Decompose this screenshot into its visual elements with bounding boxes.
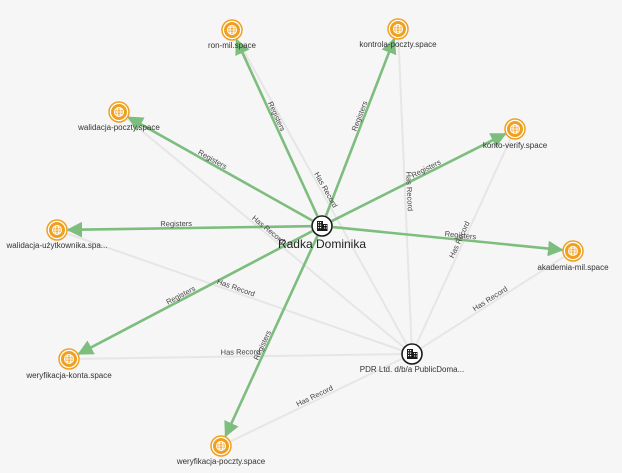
globe-icon bbox=[108, 101, 130, 123]
edge-label-has_record: Has Record bbox=[404, 171, 415, 211]
registers-edges bbox=[66, 37, 564, 438]
globe-icon bbox=[504, 118, 526, 140]
edge-radka-konto[interactable] bbox=[331, 132, 507, 223]
edge-radka-walidacja_u[interactable] bbox=[66, 221, 312, 238]
edge-label-registers: Registers bbox=[350, 99, 370, 132]
edge-label-has_record: Has Record bbox=[221, 347, 261, 357]
node-ron[interactable] bbox=[221, 19, 243, 41]
has-record-edges bbox=[67, 39, 565, 443]
edge-pdr-weryf_konta[interactable] bbox=[79, 353, 402, 360]
node-weryf_poczty[interactable] bbox=[210, 435, 232, 457]
node-label-ron: ron-mil.space bbox=[208, 41, 257, 50]
edge-pdr-akademia[interactable] bbox=[420, 256, 565, 349]
building-icon bbox=[401, 343, 423, 365]
edge-label-registers: Registers bbox=[444, 229, 477, 241]
node-akademia[interactable] bbox=[562, 240, 584, 262]
node-label-weryf_konta: weryfikacja-konta.space bbox=[25, 371, 112, 380]
edge-radka-ron[interactable] bbox=[235, 38, 319, 217]
edge-pdr-kontrola[interactable] bbox=[397, 39, 413, 344]
globe-icon bbox=[46, 219, 68, 241]
node-label-walidacja_u: walidacja-użytkownika.spa... bbox=[6, 241, 108, 250]
edge-label-has_record: Has Record bbox=[471, 284, 509, 313]
edge-radka-kontrola[interactable] bbox=[324, 37, 397, 217]
node-label-weryf_poczty: weryfikacja-poczty.space bbox=[176, 457, 266, 466]
edge-radka-akademia[interactable] bbox=[332, 225, 564, 257]
edge-label-has_record: Has Record bbox=[295, 383, 335, 408]
globe-icon bbox=[387, 18, 409, 40]
node-label-pdr: PDR Ltd. d/b/a PublicDoma... bbox=[360, 365, 465, 374]
edge-pdr-konto[interactable] bbox=[415, 138, 512, 345]
node-label-akademia: akademia-mil.space bbox=[537, 263, 609, 272]
node-konto[interactable] bbox=[504, 118, 526, 140]
globe-icon bbox=[210, 435, 232, 457]
globe-icon bbox=[58, 348, 80, 370]
edge-radka-weryf_konta[interactable] bbox=[77, 229, 313, 356]
edge-pdr-ron[interactable] bbox=[236, 39, 408, 345]
building-icon bbox=[311, 215, 333, 237]
node-walidacja_p[interactable] bbox=[108, 101, 130, 123]
node-label-radka: Radka Dominika bbox=[278, 237, 366, 251]
node-radka[interactable] bbox=[311, 215, 333, 237]
globe-icon bbox=[562, 240, 584, 262]
node-walidacja_u[interactable] bbox=[46, 219, 68, 241]
edge-radka-weryf_poczty[interactable] bbox=[224, 235, 319, 438]
edge-radka-walidacja_p[interactable] bbox=[127, 116, 314, 222]
node-weryf_konta[interactable] bbox=[58, 348, 80, 370]
node-pdr[interactable] bbox=[401, 343, 423, 365]
edge-pdr-walidacja_p[interactable] bbox=[126, 118, 405, 348]
node-kontrola[interactable] bbox=[387, 18, 409, 40]
edge-label-registers: Registers bbox=[160, 219, 192, 229]
node-label-kontrola: kontrola-poczty.space bbox=[359, 40, 437, 49]
globe-icon bbox=[221, 19, 243, 41]
node-label-walidacja_p: walidacja-poczty.space bbox=[77, 123, 160, 132]
edge-pdr-weryf_poczty[interactable] bbox=[230, 357, 403, 443]
edge-pdr-walidacja_u[interactable] bbox=[67, 232, 402, 352]
node-label-konto: konto-verify.space bbox=[483, 141, 548, 150]
